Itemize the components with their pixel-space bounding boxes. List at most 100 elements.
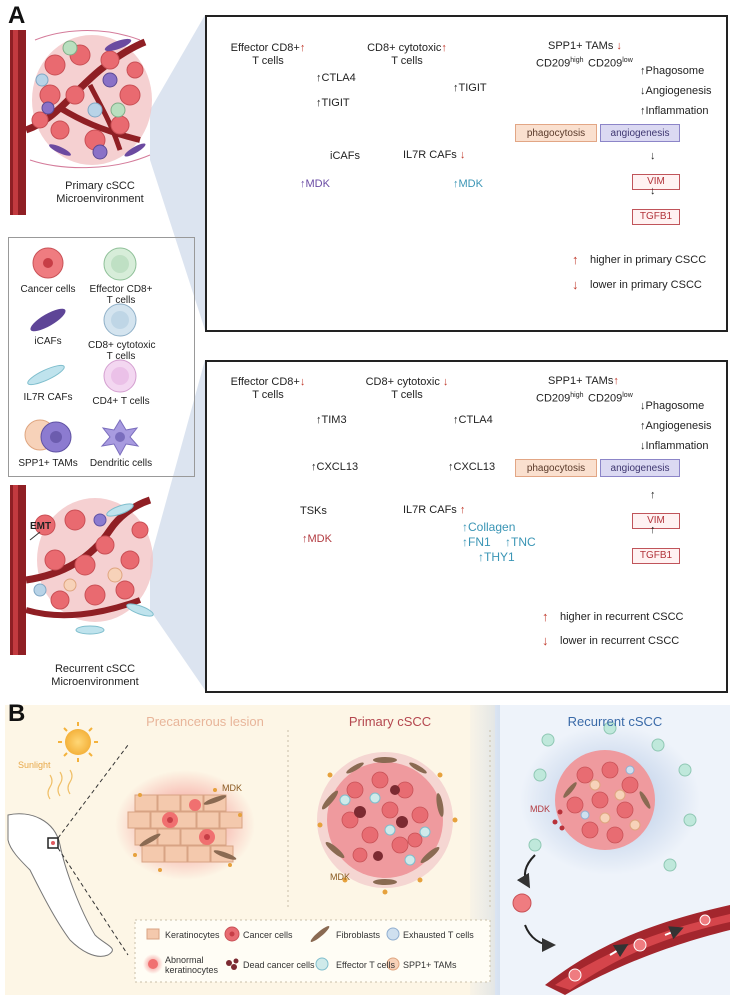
top-il7r-label: IL7R CAFs ↓ <box>403 149 465 162</box>
bot-effector-arrow: ↓ <box>299 376 306 388</box>
mdk-label-precancer: MDK <box>222 783 242 793</box>
bot-angiogenesis-chip: angiogenesis <box>600 459 680 477</box>
legend-effector: Effector CD8+T cells <box>88 284 154 306</box>
primary-label-line1: Primary cSCC <box>65 180 135 192</box>
sun-and-arm <box>7 722 129 957</box>
top-il7r-text: IL7R CAFs <box>403 149 457 161</box>
b-legend-dead: Dead cancer cells <box>243 960 315 970</box>
bot-cxcl13-left: ↑CXCL13 <box>311 461 359 473</box>
legend-cytotoxic-2: T cells <box>106 351 136 362</box>
bot-tim3: ↑TIM3 <box>316 414 347 426</box>
legend-effector-1: Effector CD8+ <box>89 284 153 295</box>
top-legend-down-arrow: ↓ <box>572 277 579 292</box>
top-cd209-high-text: CD209 <box>536 57 571 70</box>
recurrent-label-line2: Microenvironment <box>51 676 139 688</box>
bot-tgfb1-box: TGFB1 <box>632 548 680 564</box>
precancerous-title: Precancerous lesion <box>146 714 264 729</box>
b-legend-exhausted: Exhausted T cells <box>403 930 474 940</box>
legend-cytotoxic-1: CD8+ cytotoxic <box>88 340 156 351</box>
mdk-label-recurrent: MDK <box>530 804 550 814</box>
b-legend-abnormal-2: keratinocytes <box>165 965 219 975</box>
bot-il7r-label: IL7R CAFs ↑ <box>403 504 465 517</box>
top-legend-up: higher in primary CSCC <box>590 254 707 266</box>
legend-spp1: SPP1+ TAMs <box>18 458 78 469</box>
top-legend-down: lower in primary CSCC <box>590 279 702 291</box>
bot-il7r-text: IL7R CAFs <box>403 504 457 516</box>
top-mdk-left: ↑MDK <box>300 178 330 190</box>
panel-a-letter: A <box>8 2 26 29</box>
top-cyto-title-2: T cells <box>391 55 423 67</box>
top-spp1-title: SPP1+ TAMs ↓ <box>548 40 622 53</box>
bot-effector-title-2: T cells <box>252 389 284 401</box>
bot-cd209-low-text: CD209 <box>588 392 623 405</box>
legend-il7r: IL7R CAFs <box>23 392 73 403</box>
recurrent-label: Recurrent cSCC Microenvironment <box>40 663 150 689</box>
legend-cancer: Cancer cells <box>20 284 76 295</box>
recurrent-label-line1: Recurrent cSCC <box>54 663 136 675</box>
top-cd209-high-sup: high <box>570 57 584 64</box>
top-tgfb1-box: TGFB1 <box>632 209 680 225</box>
bot-cxcl13-right: ↑CXCL13 <box>448 461 496 473</box>
b-legend-abnormal-1: Abnormal <box>165 955 204 965</box>
top-mdk-right: ↑MDK <box>453 178 483 190</box>
bot-il7r-arrow: ↑ <box>459 504 466 516</box>
top-tigit: ↑TIGIT <box>316 97 350 109</box>
panel-b-letter: B <box>8 700 26 727</box>
cell-type-legend <box>8 237 195 477</box>
bot-legend-down: lower in recurrent CSCC <box>560 635 680 647</box>
bot-phagocytosis-chip: phagocytosis <box>515 459 597 477</box>
legend-icons <box>24 247 140 457</box>
bot-cd209-high-text: CD209 <box>536 392 571 405</box>
top-tgfb1-arrow: ↓ <box>650 185 656 197</box>
top-ctla4: ↑CTLA4 <box>316 72 356 84</box>
top-effector-title-2: T cells <box>252 55 284 67</box>
primary-label: Primary cSCC Microenvironment <box>40 180 160 206</box>
recurrent-cscc-illustration <box>512 721 730 995</box>
zoom-wedge-top <box>150 15 205 330</box>
bot-cd209-high: CD209high <box>536 389 583 406</box>
bot-inflammation: ↓Inflammation <box>640 440 709 452</box>
bot-legend-up: higher in recurrent CSCC <box>560 611 684 623</box>
bot-fn1: ↑FN1 <box>462 535 491 549</box>
top-icafs-label: iCAFs <box>330 150 360 162</box>
primary-tumor-illustration <box>10 30 152 215</box>
b-legend-effector: Effector T cells <box>336 960 396 970</box>
precancerous-lesion-illustration <box>115 770 255 880</box>
bot-cyto-title-2: T cells <box>391 389 423 401</box>
bot-cd209-low: CD209low <box>588 389 633 406</box>
bot-phagosome: ↓Phagosome <box>640 400 705 412</box>
top-spp1-text: SPP1+ TAMs <box>548 40 614 52</box>
top-legend-up-arrow: ↑ <box>572 252 579 267</box>
top-effector-arrow: ↑ <box>299 42 306 54</box>
bot-mdk: ↑MDK <box>302 533 332 545</box>
emt-label: EMT <box>30 521 52 532</box>
top-cyto-tigit: ↑TIGIT <box>453 82 487 94</box>
bot-spp1-text: SPP1+ TAMs <box>548 375 614 387</box>
bot-thy1: ↑THY1 <box>478 550 515 564</box>
top-vim-arrow: ↓ <box>650 150 656 162</box>
recurrent-tumor-illustration <box>10 485 154 655</box>
zoom-wedge-bottom <box>150 360 205 690</box>
bot-cyto-title: CD8+ cytotoxic ↓ T cells <box>352 376 462 402</box>
legend-effector-2: T cells <box>106 295 136 306</box>
b-legend-fibroblasts: Fibroblasts <box>336 930 381 940</box>
recurrent-cscc-title: Recurrent cSCC <box>567 714 663 729</box>
bot-angiogenesis: ↑Angiogenesis <box>640 420 712 432</box>
b-legend-spp1: SPP1+ TAMs <box>403 960 457 970</box>
top-cd209-high: CD209high <box>536 54 583 71</box>
bot-ctla4: ↑CTLA4 <box>453 414 493 426</box>
top-inflammation: ↑Inflammation <box>640 105 709 117</box>
top-cyto-arrow: ↑ <box>441 42 447 54</box>
bot-spp1-arrow: ↑ <box>613 375 619 387</box>
bot-effector-title: Effector CD8+↓ T cells <box>218 376 318 402</box>
top-vim-box: VIM <box>632 174 680 190</box>
top-cd209-low-sup: low <box>622 57 633 64</box>
top-il7r-arrow: ↓ <box>459 149 466 161</box>
bot-vim-arrow: ↑ <box>650 489 656 501</box>
bot-cd209-low-sup: low <box>622 392 633 399</box>
top-cd209-low: CD209low <box>588 54 633 71</box>
bot-tgfb1-arrow: ↑ <box>650 524 656 536</box>
bot-legend-down-arrow: ↓ <box>542 633 549 648</box>
bot-vim-box: VIM <box>632 513 680 529</box>
